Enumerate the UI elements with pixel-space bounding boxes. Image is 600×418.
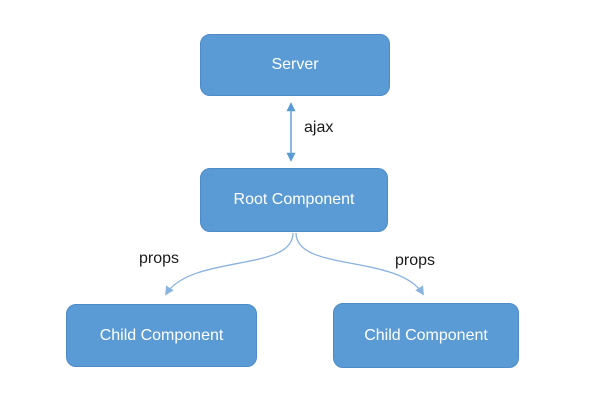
props-arrow-right [295, 232, 424, 296]
edge-label-props-left: props [139, 250, 180, 267]
node-root-component-label: Root Component [233, 191, 355, 208]
node-server: Server [200, 34, 390, 96]
node-child-component-left: Child Component [66, 304, 257, 367]
props-arrow-left [165, 232, 294, 296]
node-child-component-right-label: Child Component [364, 326, 488, 344]
node-child-component-right: Child Component [333, 303, 519, 368]
edge-label-ajax: ajax [304, 119, 334, 136]
edge-label-props-right: props [395, 252, 436, 269]
node-root-component: Root Component [200, 168, 388, 232]
node-child-component-left-label: Child Component [99, 326, 224, 344]
node-server-label: Server [271, 56, 319, 73]
